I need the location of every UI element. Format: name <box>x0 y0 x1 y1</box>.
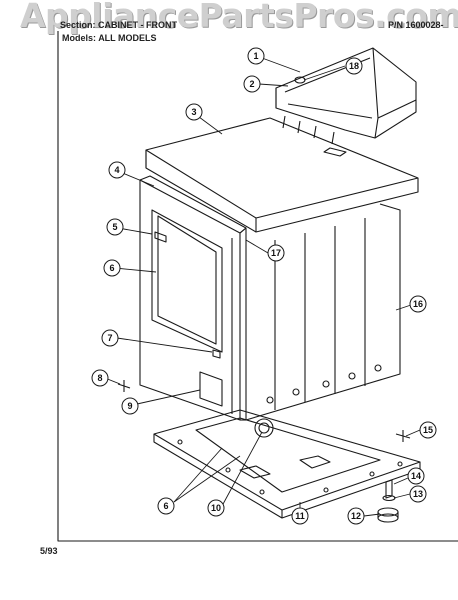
callout-9: 9 <box>121 397 139 415</box>
callout-9-label: 9 <box>127 401 132 411</box>
callout-11: 11 <box>291 507 309 525</box>
callout-15: 15 <box>419 421 437 439</box>
callout-2: 2 <box>243 75 261 93</box>
callout-4: 4 <box>108 161 126 179</box>
models-value: ALL MODELS <box>98 33 157 43</box>
part-number: P/N 1600028- <box>388 20 444 30</box>
callout-8-label: 8 <box>97 373 102 383</box>
callout-4-label: 4 <box>114 165 119 175</box>
callout-2-label: 2 <box>249 79 254 89</box>
callout-16: 16 <box>409 295 427 313</box>
control-console <box>275 47 417 145</box>
callout-6-door-label: 6 <box>109 263 114 273</box>
callout-5-label: 5 <box>112 222 117 232</box>
callout-14-label: 14 <box>411 471 421 481</box>
callout-3: 3 <box>185 103 203 121</box>
callout-13: 13 <box>409 485 427 503</box>
callout-8: 8 <box>91 369 109 387</box>
base-frame <box>153 409 421 519</box>
callout-5: 5 <box>106 218 124 236</box>
callout-7-label: 7 <box>107 333 112 343</box>
callout-14: 14 <box>407 467 425 485</box>
callout-12: 12 <box>347 507 365 525</box>
callout-1-label: 1 <box>253 51 258 61</box>
callout-18: 18 <box>345 57 363 75</box>
callout-6-door: 6 <box>103 259 121 277</box>
leveling-leg <box>377 479 399 523</box>
section-header: Section: CABINET - FRONT <box>60 20 177 30</box>
callout-18-label: 18 <box>349 61 359 71</box>
callout-1: 1 <box>247 47 265 65</box>
page-frame <box>57 31 458 542</box>
cabinet <box>139 175 401 438</box>
section-label: Section: <box>60 20 96 30</box>
screw <box>117 380 131 392</box>
callout-7: 7 <box>101 329 119 347</box>
models-label: Models: <box>62 33 97 43</box>
leader-lines <box>104 57 421 517</box>
callout-15-label: 15 <box>423 425 433 435</box>
revision-date: 5/93 <box>40 546 58 556</box>
screw-side <box>395 430 411 442</box>
callout-16-label: 16 <box>413 299 423 309</box>
callout-10: 10 <box>207 499 225 517</box>
callout-13-label: 13 <box>413 489 423 499</box>
callout-11-label: 11 <box>295 511 305 521</box>
callout-17: 17 <box>267 244 285 262</box>
callout-10-label: 10 <box>211 503 221 513</box>
callout-17-label: 17 <box>271 248 281 258</box>
callout-3-label: 3 <box>191 107 196 117</box>
top-panel <box>145 117 419 233</box>
section-value: CABINET - FRONT <box>98 20 178 30</box>
callout-6-screw-label: 6 <box>163 501 168 511</box>
callout-12-label: 12 <box>351 511 361 521</box>
models-header: Models: ALL MODELS <box>62 33 157 43</box>
callout-6-screw: 6 <box>157 497 175 515</box>
